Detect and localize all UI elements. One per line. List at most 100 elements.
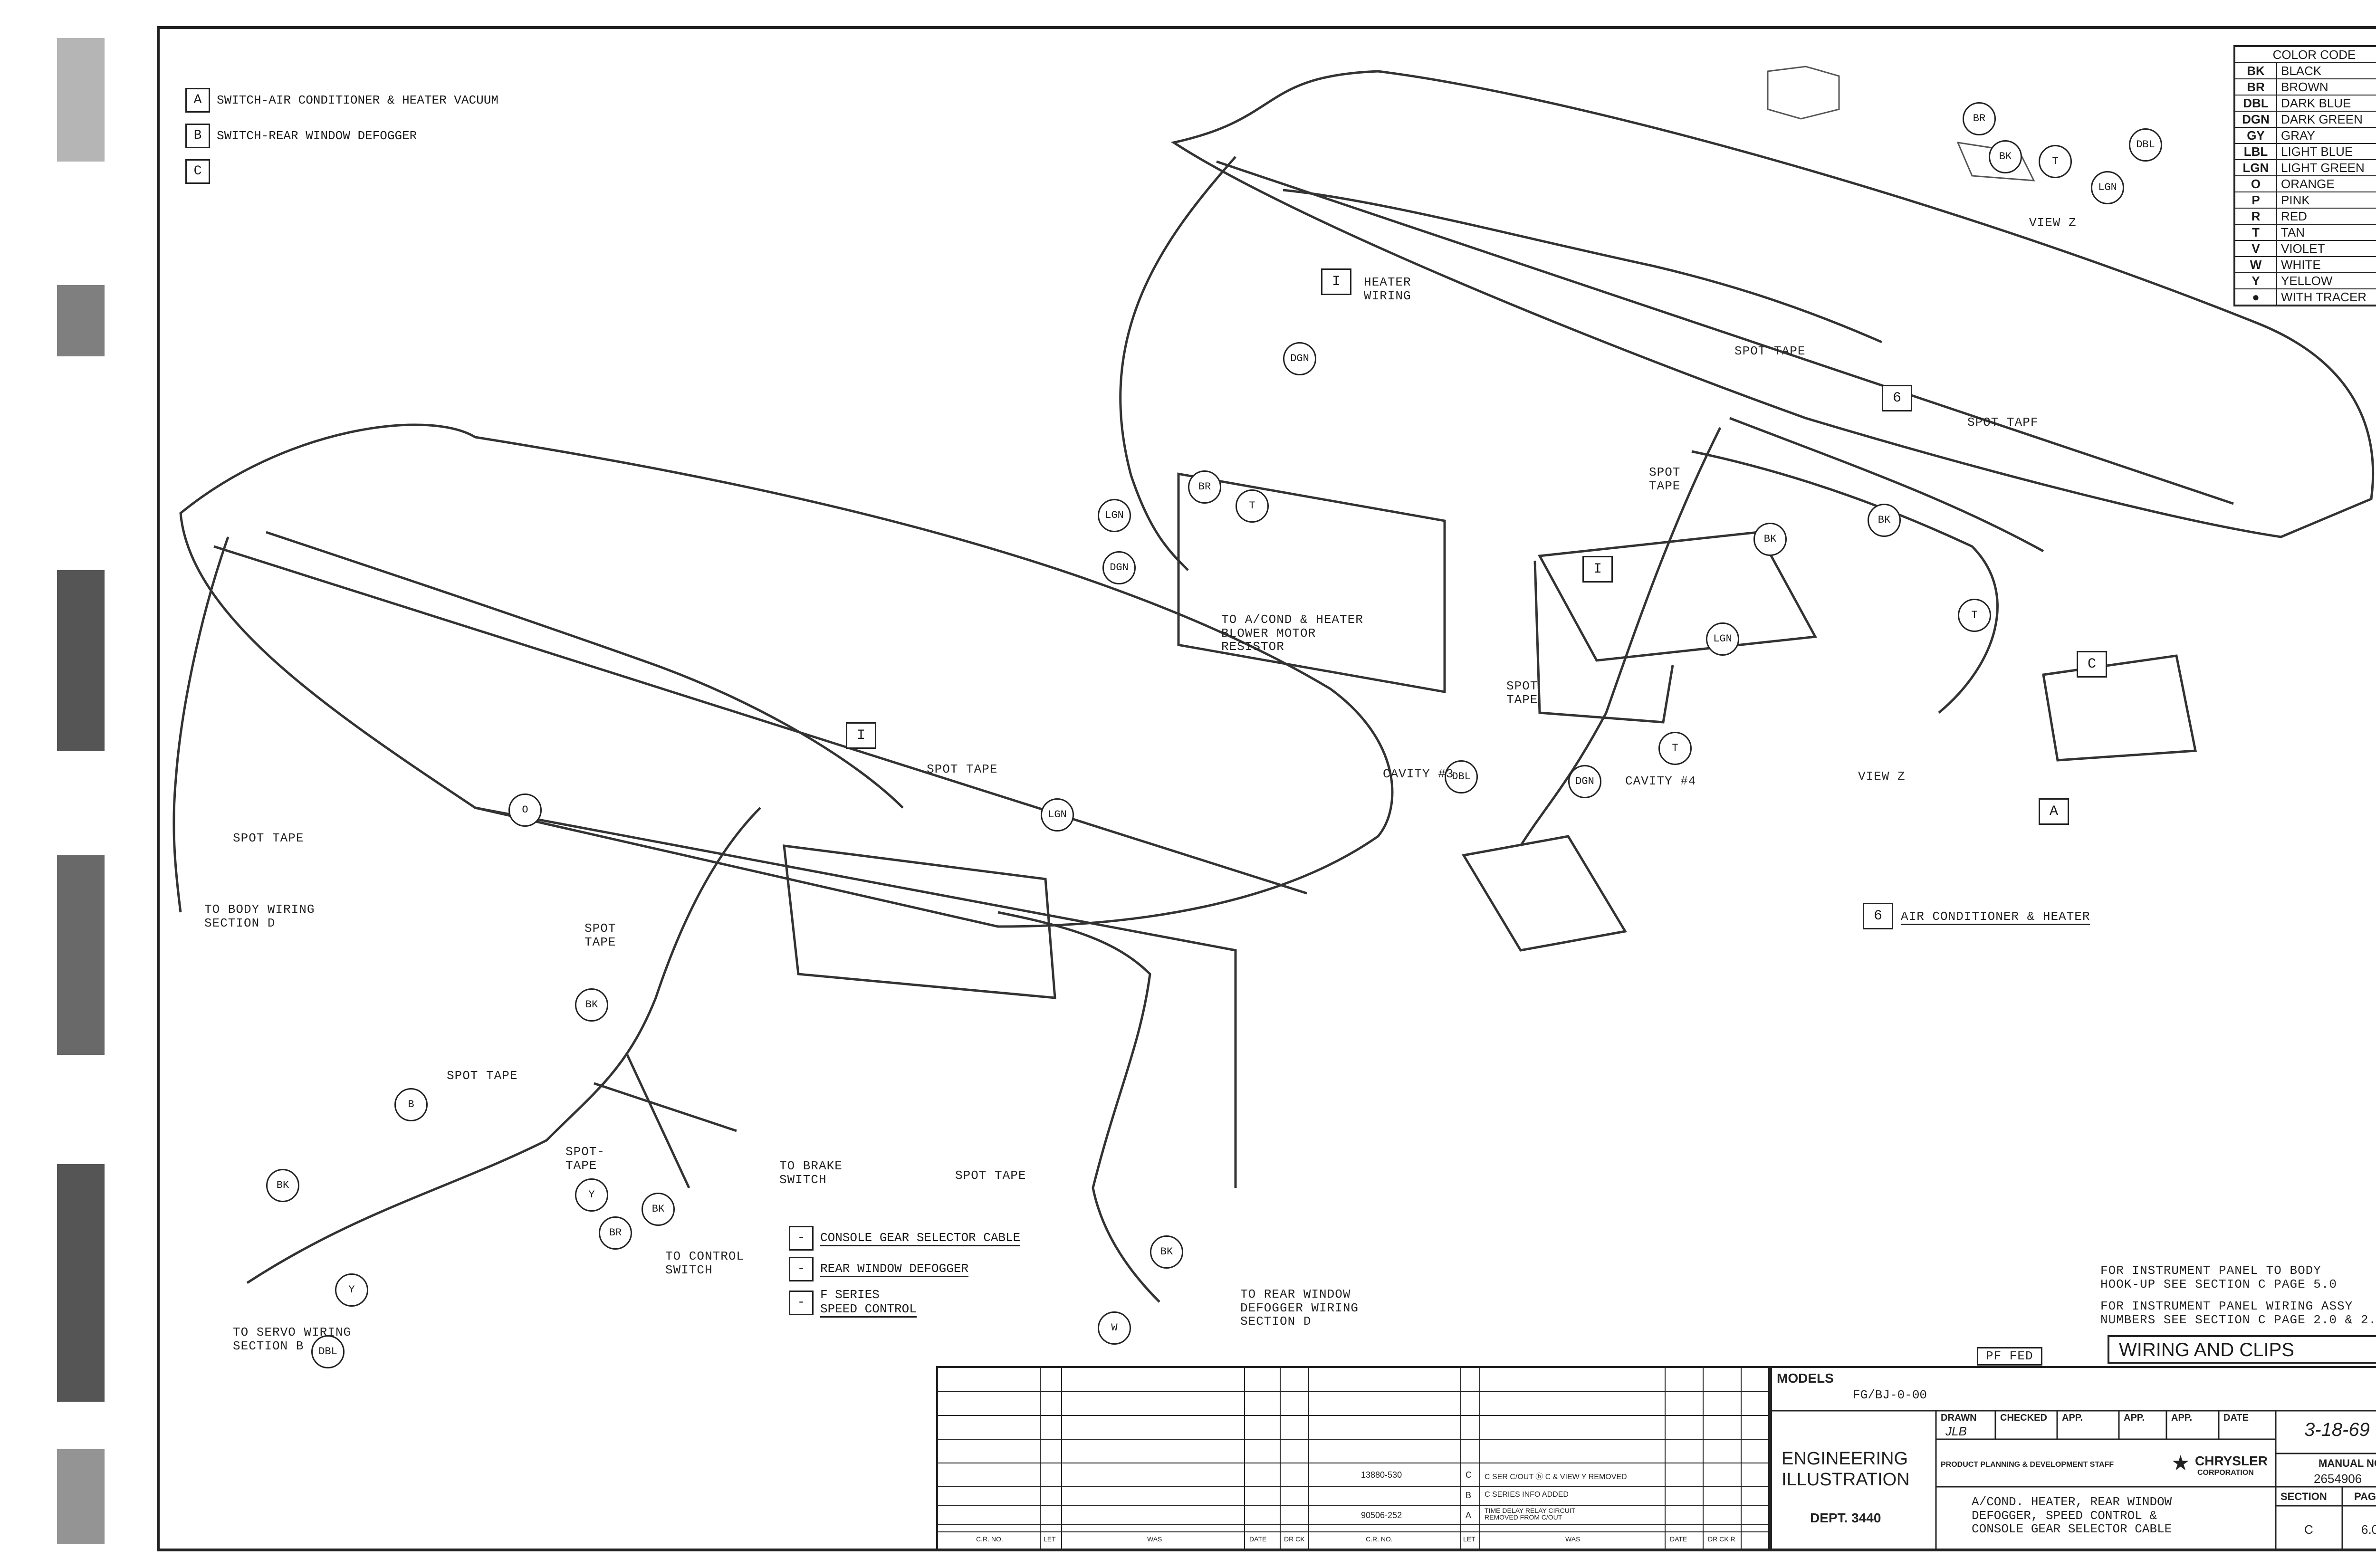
color-name: BLACK bbox=[2276, 62, 2376, 79]
wire-tag: DGN bbox=[1283, 342, 1316, 375]
control-switch-label: TO CONTROL SWITCH bbox=[665, 1249, 745, 1277]
spot-tape-label: SPOT TAPE bbox=[1649, 465, 1681, 493]
color-code: ● bbox=[2234, 288, 2277, 306]
rev-header: LET bbox=[1044, 1535, 1056, 1543]
servo-wiring-label: TO SERVO WIRING SECTION B bbox=[233, 1325, 352, 1353]
color-name: GRAY bbox=[2276, 127, 2376, 144]
wire-tag: BR bbox=[1188, 470, 1221, 504]
spot-tape-label: SPOT TAPF bbox=[1967, 415, 2039, 430]
section-label: SECTION bbox=[2280, 1491, 2327, 1502]
wire-tag: BK bbox=[266, 1169, 299, 1202]
legend-item-c: C bbox=[185, 159, 217, 184]
manual-label: MANUAL NO. bbox=[2319, 1457, 2376, 1469]
wire-tag: Y bbox=[575, 1178, 608, 1212]
legend-code: - bbox=[789, 1290, 814, 1315]
callout-box: I bbox=[846, 722, 876, 749]
wire-tag: BK bbox=[642, 1193, 675, 1226]
wire-tag: T bbox=[1658, 732, 1692, 765]
wire-tag: LGN bbox=[1706, 622, 1739, 656]
rev-header: DR CK R bbox=[1708, 1535, 1735, 1543]
color-code: Y bbox=[2234, 272, 2277, 289]
color-name: WITH TRACER bbox=[2276, 288, 2376, 306]
rev-was: C SER C/OUT ⓑ C & VIEW Y REMOVED bbox=[1485, 1473, 1627, 1481]
view-z-label: VIEW Z bbox=[1858, 769, 1906, 784]
wire-tag: DBL bbox=[311, 1335, 345, 1368]
body-wiring-label: TO BODY WIRING SECTION D bbox=[204, 902, 315, 930]
models-value: FG/BJ-0-00 bbox=[1853, 1388, 1927, 1402]
rev-let: C bbox=[1466, 1470, 1472, 1480]
legend-text: REAR WINDOW DEFOGGER bbox=[820, 1262, 969, 1277]
legend-bottom-item: - REAR WINDOW DEFOGGER bbox=[789, 1257, 969, 1281]
callout-box: I bbox=[1321, 268, 1351, 295]
wire-tag: LGN bbox=[1041, 798, 1074, 832]
rev-header: C.R. NO. bbox=[976, 1535, 1003, 1543]
blower-label: TO A/COND & HEATER BLOWER MOTOR RESISTOR bbox=[1221, 612, 1363, 654]
rev-crno: 13880-530 bbox=[1361, 1470, 1402, 1480]
callout-box: A bbox=[2039, 798, 2069, 825]
app-label: APP. bbox=[2062, 1413, 2083, 1423]
legend-text: SWITCH-AIR CONDITIONER & HEATER VACUUM bbox=[217, 93, 498, 107]
color-code: BR bbox=[2234, 78, 2277, 96]
color-code: R bbox=[2234, 208, 2277, 225]
legend-bottom-item: - CONSOLE GEAR SELECTOR CABLE bbox=[789, 1226, 1021, 1251]
rev-let: A bbox=[1466, 1511, 1472, 1520]
app-label: APP. bbox=[2124, 1413, 2145, 1423]
date-value: 3-18-69 bbox=[2304, 1419, 2370, 1440]
wire-tag: DBL bbox=[1445, 760, 1478, 794]
cavity-label: CAVITY #3 bbox=[1383, 767, 1454, 781]
ac-heater-label: AIR CONDITIONER & HEATER bbox=[1901, 910, 2090, 925]
color-code: O bbox=[2234, 175, 2277, 192]
callout-box: C bbox=[2077, 651, 2107, 678]
wire-tag: W bbox=[1098, 1311, 1131, 1345]
rev-let: B bbox=[1466, 1491, 1472, 1500]
color-code: GY bbox=[2234, 127, 2277, 144]
staff-label: PRODUCT PLANNING & DEVELOPMENT STAFF bbox=[1941, 1461, 2114, 1469]
sheet-title: WIRING AND CLIPS bbox=[2108, 1335, 2376, 1364]
title-block: MODELS FG/BJ-0-00 ENGINEERING ILLUSTRATI… bbox=[1770, 1366, 2376, 1551]
legend-code: B bbox=[185, 124, 210, 148]
color-name: VIOLET bbox=[2276, 240, 2376, 257]
color-name: RED bbox=[2276, 208, 2376, 225]
drawn-value: JLB bbox=[1945, 1424, 1967, 1438]
wire-tag: Y bbox=[335, 1273, 368, 1307]
revision-grid: 13880-530 C C SER C/OUT ⓑ C & VIEW Y REM… bbox=[936, 1366, 1770, 1551]
color-code: LGN bbox=[2234, 159, 2277, 176]
rear-defogger-label: TO REAR WINDOW DEFOGGER WIRING SECTION D bbox=[1240, 1287, 1359, 1329]
wire-tag: BK bbox=[1868, 504, 1901, 537]
spot-tape-label: SPOT TAPE bbox=[927, 762, 998, 776]
rev-header: WAS bbox=[1565, 1535, 1581, 1543]
callout-box: 6 bbox=[1863, 903, 1893, 929]
wire-tag: BK bbox=[575, 988, 608, 1022]
color-code-title: COLOR CODE bbox=[2234, 46, 2376, 63]
legend-code: - bbox=[789, 1226, 814, 1251]
color-code: BK bbox=[2234, 62, 2277, 79]
note: FOR INSTRUMENT PANEL WIRING ASSY NUMBERS… bbox=[2100, 1299, 2376, 1327]
brake-switch-label: TO BRAKE SWITCH bbox=[779, 1159, 843, 1187]
rev-header: DR CK bbox=[1284, 1535, 1305, 1543]
models-label: MODELS bbox=[1777, 1371, 1834, 1386]
color-name: DARK GREEN bbox=[2276, 111, 2376, 128]
wire-tag: BK bbox=[1150, 1235, 1183, 1269]
legend-text: SWITCH-REAR WINDOW DEFOGGER bbox=[217, 129, 417, 143]
rev-header: DATE bbox=[1249, 1535, 1267, 1543]
wire-tag: T bbox=[1958, 599, 1991, 632]
title-block-lines bbox=[1772, 1410, 2376, 1549]
legend-bottom-item: - F SERIES SPEED CONTROL bbox=[789, 1288, 917, 1318]
section-value: C bbox=[2304, 1522, 2313, 1537]
legend-code: A bbox=[185, 88, 210, 113]
wire-tag: O bbox=[508, 794, 542, 827]
spot-tape-label: SPOT- TAPE bbox=[565, 1145, 605, 1173]
company-sub: CORPORATION bbox=[2197, 1469, 2254, 1477]
rev-was: C SERIES INFO ADDED bbox=[1485, 1491, 1569, 1499]
wire-tag: BK bbox=[1753, 523, 1787, 556]
color-name: LIGHT GREEN bbox=[2276, 159, 2376, 176]
wire-tag: B bbox=[394, 1088, 428, 1121]
app-label: APP. bbox=[2171, 1413, 2193, 1423]
legend-code: C bbox=[185, 159, 210, 184]
color-name: DARK BLUE bbox=[2276, 95, 2376, 112]
page-value: 6.0 bbox=[2361, 1522, 2376, 1537]
color-name: YELLOW bbox=[2276, 272, 2376, 289]
wire-tag: BK bbox=[1989, 140, 2022, 173]
wire-tag: DGN bbox=[1568, 765, 1601, 798]
